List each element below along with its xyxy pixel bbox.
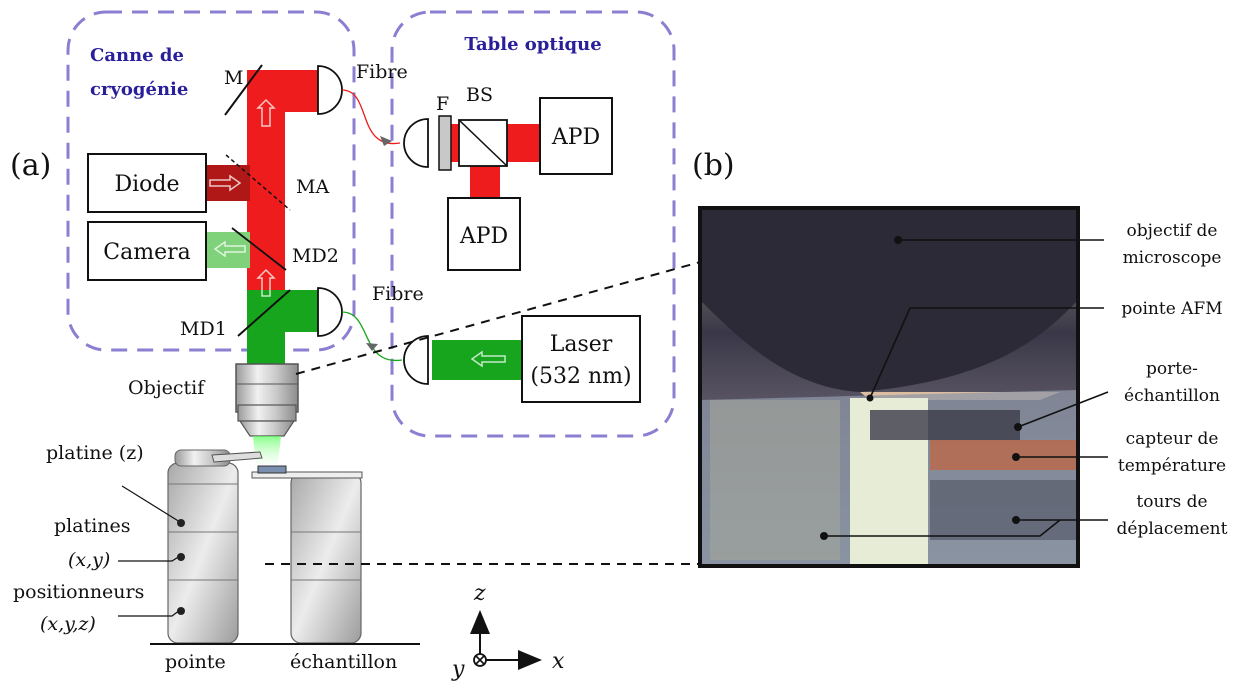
positionneurs-label-1: positionneurs	[13, 581, 144, 603]
apd-right-label: APD	[551, 125, 600, 150]
apd-right-box	[539, 97, 613, 175]
camera-beam	[206, 232, 250, 268]
objective-body	[235, 363, 299, 464]
fibre-top-label: Fibre	[356, 61, 408, 83]
laser-label-1: Laser	[550, 332, 613, 357]
axis-y-label: y	[451, 657, 465, 682]
echantillon-label: échantillon	[290, 651, 397, 673]
cryo-group-box	[66, 10, 356, 352]
red-beam-apd-down	[470, 162, 500, 200]
filter-label: F	[436, 93, 449, 115]
lens-top	[317, 65, 343, 115]
cantilever-and-sample	[211, 451, 363, 479]
cryo-title-line2: cryogénie	[90, 79, 188, 100]
fibre-arrow-bottom	[366, 343, 378, 351]
green-beam-laser	[432, 340, 532, 380]
diode-box	[87, 153, 207, 213]
lens-table-top	[403, 118, 429, 168]
panel-a-label: (a)	[10, 148, 51, 183]
stage-dots	[177, 519, 185, 615]
annot-objectif-2: microscope	[1123, 248, 1222, 268]
zoom-connector-top	[295, 209, 889, 375]
diode-label: Diode	[114, 172, 179, 197]
laser-box	[521, 315, 641, 403]
photo-leader-dots	[820, 236, 1022, 540]
panel-b-label: (b)	[692, 148, 735, 183]
mirror-md1	[237, 289, 291, 337]
axis-x-label: x	[552, 649, 565, 674]
annot-porte-1: porte-	[1146, 359, 1198, 379]
table-title: Table optique	[464, 34, 601, 55]
fibre-bottom-label: Fibre	[372, 283, 424, 305]
stage-tower-tip	[167, 449, 239, 644]
mirror-m	[224, 64, 263, 116]
diode-beam	[206, 165, 250, 201]
mirror-ma	[225, 154, 291, 211]
fibre-arrow-top	[380, 136, 392, 146]
annot-porte-2: échantillon	[1124, 386, 1220, 406]
camera-box	[87, 221, 207, 281]
annot-capteur-1: capteur de	[1126, 429, 1219, 449]
stage-tower-sample	[290, 472, 362, 644]
lens-table-bottom	[403, 335, 429, 385]
md1-label: MD1	[180, 318, 227, 340]
platines-label-1: platines	[54, 515, 131, 537]
annot-tours-2: déplacement	[1117, 519, 1228, 539]
red-beam-top	[247, 70, 319, 112]
objective-label: Objectif	[128, 377, 206, 399]
filter-f	[438, 115, 452, 171]
mirror-m-label: M	[224, 67, 243, 89]
mirror-md2	[231, 227, 287, 271]
photo-panel	[700, 208, 1078, 566]
positionneurs-label-2: (x,y,z)	[40, 613, 96, 635]
axis-z-label: z	[473, 581, 486, 606]
annot-capteur-2: température	[1118, 456, 1226, 476]
camera-label: Camera	[103, 240, 190, 265]
annot-objectif-1: objectif de	[1127, 221, 1218, 241]
bs-label: BS	[466, 84, 493, 106]
platine-z-label: platine (z)	[46, 442, 144, 464]
apd-bottom-label: APD	[459, 224, 508, 249]
beamsplitter-diagonal	[458, 119, 508, 167]
cryo-title-line1: Canne de	[90, 45, 184, 66]
photo-frame	[698, 206, 1080, 568]
photo-leaders	[824, 239, 1109, 537]
annot-pointe: pointe AFM	[1121, 299, 1222, 319]
ma-label: MA	[296, 176, 329, 198]
platines-label-2: (x,y)	[68, 549, 110, 571]
md2-label: MD2	[292, 245, 339, 267]
pointe-label: pointe	[165, 651, 226, 673]
green-beam-down	[247, 300, 285, 364]
axis-triad	[470, 610, 542, 670]
lens-bottom	[317, 287, 343, 337]
laser-label-2: (532 nm)	[530, 364, 631, 389]
beam-arrows	[209, 98, 506, 368]
apd-bottom-box	[447, 197, 521, 271]
fibre-green	[341, 311, 403, 361]
annot-tours-1: tours de	[1136, 492, 1207, 512]
